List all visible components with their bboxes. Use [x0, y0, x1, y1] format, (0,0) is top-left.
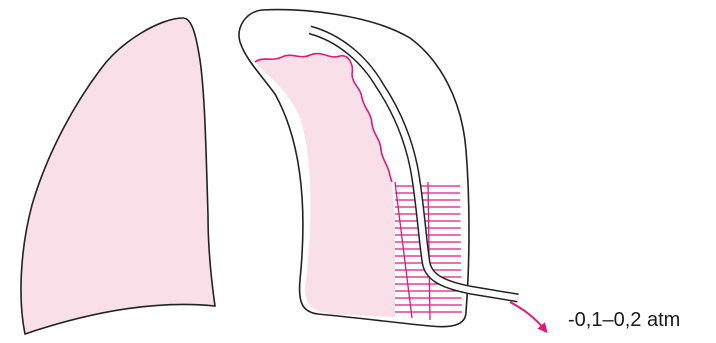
pressure-label: -0,1–0,2 atm — [568, 309, 680, 331]
left-lung — [21, 18, 215, 334]
suction-arrow — [510, 302, 545, 330]
